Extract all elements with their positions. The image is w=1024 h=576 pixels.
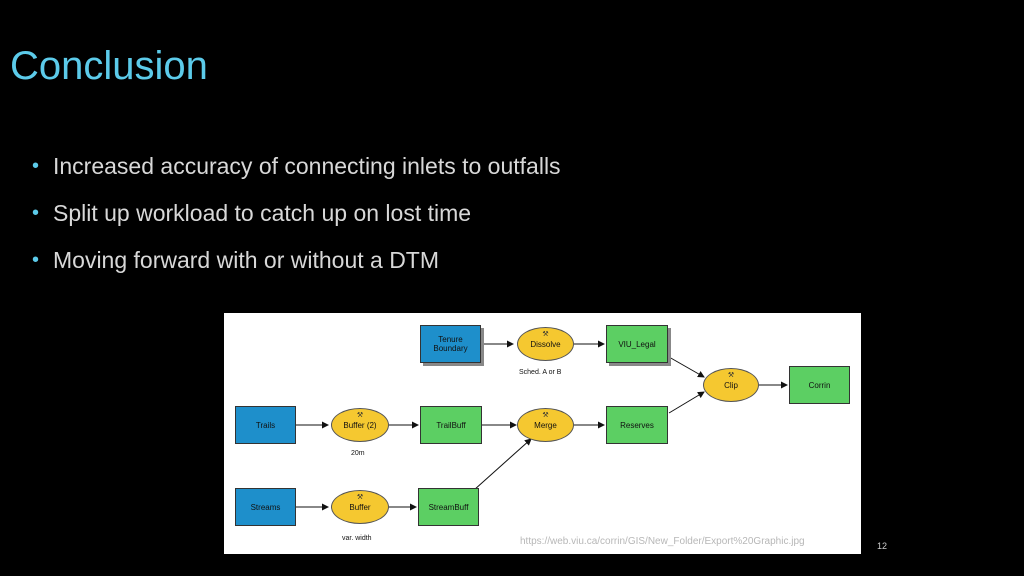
node-buffer: ⚒Buffer — [331, 490, 389, 524]
caption-buffer-2: 20m — [351, 450, 365, 457]
node-label: Trails — [255, 420, 276, 430]
node-clip: ⚒Clip — [703, 368, 759, 402]
bullet-dot-icon: • — [32, 155, 40, 177]
bullet-text: Increased accuracy of connecting inlets … — [53, 153, 561, 179]
node-trails: Trails — [235, 406, 296, 444]
node-label: Clip — [724, 380, 738, 390]
node-label: Reserves — [620, 420, 654, 430]
node-corrin: Corrin — [789, 366, 850, 404]
node-reserves: Reserves — [606, 406, 668, 444]
node-dissolve: ⚒Dissolve — [517, 327, 574, 361]
arrow-reserves-clip — [668, 391, 705, 414]
node-label: Corrin — [808, 380, 831, 390]
node-tenure-boundary: Tenure Boundary — [420, 325, 481, 363]
model-builder-diagram: Tenure Boundary ⚒Dissolve Sched. A or B … — [224, 313, 861, 554]
hammer-icon: ⚒ — [356, 494, 364, 501]
hammer-icon: ⚒ — [542, 331, 549, 338]
node-buffer-2: ⚒Buffer (2) — [331, 408, 389, 442]
arrow-streambuff-merge — [473, 438, 532, 491]
node-streams: Streams — [235, 488, 296, 526]
hammer-icon: ⚒ — [727, 372, 735, 379]
node-label: Buffer — [349, 502, 371, 512]
caption-buffer: var. width — [342, 535, 372, 542]
slide-title: Conclusion — [10, 44, 208, 88]
hammer-icon: ⚒ — [542, 412, 549, 419]
node-merge: ⚒Merge — [517, 408, 574, 442]
node-trailbuff: TrailBuff — [420, 406, 482, 444]
node-label: Dissolve — [530, 339, 561, 349]
node-label: TrailBuff — [436, 420, 466, 430]
node-label: Streams — [250, 502, 281, 512]
node-label: StreamBuff — [428, 502, 469, 512]
arrow-viulegal-clip — [668, 356, 705, 378]
page-number: 12 — [877, 541, 888, 551]
bullet-item: • Split up workload to catch up on lost t… — [32, 197, 561, 244]
node-label: Buffer (2) — [343, 420, 377, 430]
caption-dissolve: Sched. A or B — [519, 369, 562, 376]
bullet-list: • Increased accuracy of connecting inlets… — [32, 150, 561, 291]
image-source-link[interactable]: https://web.viu.ca/corrin/GIS/New_Folder… — [520, 536, 805, 547]
hammer-icon: ⚒ — [356, 412, 364, 419]
bullet-item: • Increased accuracy of connecting inlets… — [32, 150, 561, 197]
connector-layer — [296, 340, 788, 511]
bullet-text: Split up workload to catch up on lost ti… — [53, 200, 472, 226]
bullet-dot-icon: • — [32, 249, 40, 271]
bullet-dot-icon: • — [32, 202, 40, 224]
node-streambuff: StreamBuff — [418, 488, 479, 526]
bullet-text: Moving forward with or without a DTM — [53, 247, 440, 273]
node-viu-legal: VIU_Legal — [606, 325, 668, 363]
bullet-item: • Moving forward with or without a DTM — [32, 244, 561, 291]
node-label: Tenure Boundary — [433, 335, 468, 353]
node-label: Merge — [534, 420, 557, 430]
node-label: VIU_Legal — [618, 339, 656, 349]
